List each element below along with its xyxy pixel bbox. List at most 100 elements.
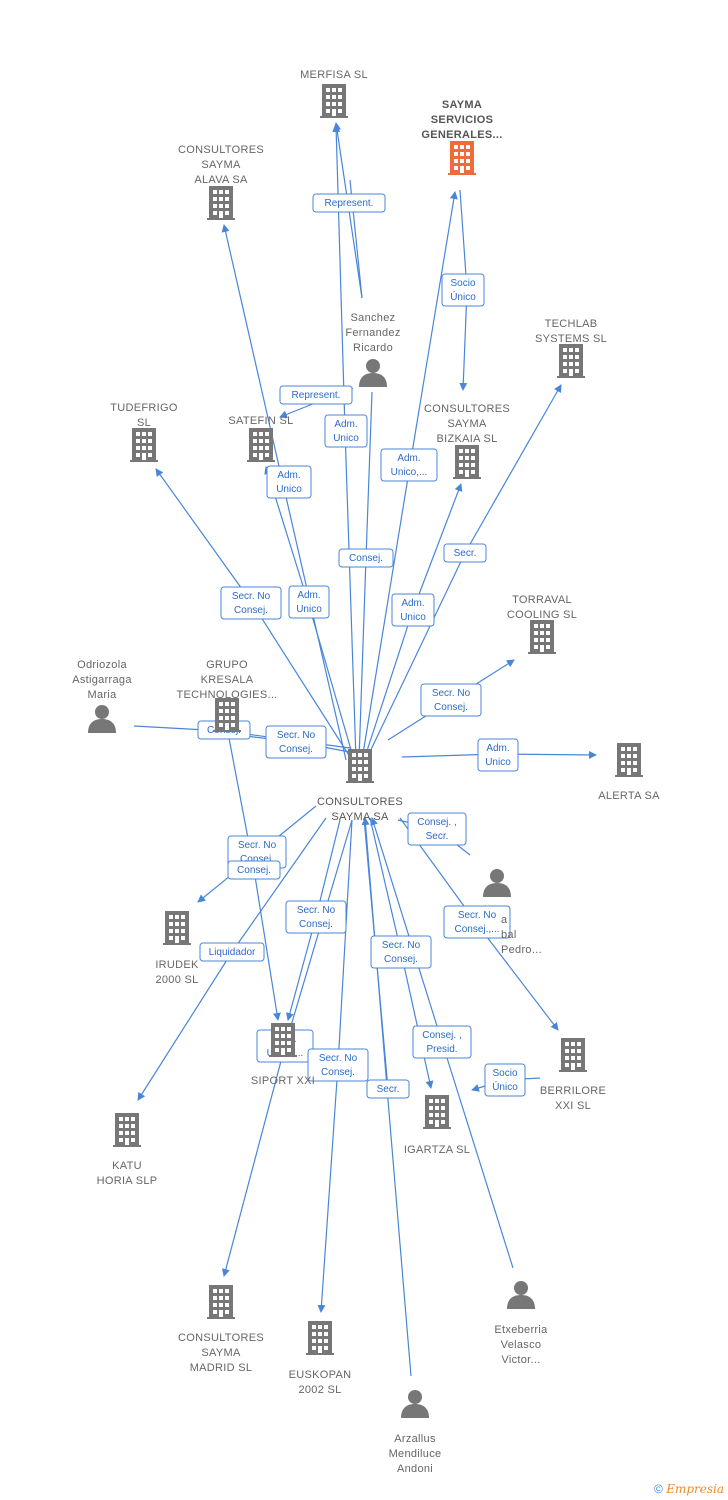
node-label-line: Velasco [501,1339,542,1351]
node-label-line: 2000 SL [155,974,198,986]
edge-label-text: Consej. [279,744,313,755]
building-icon [528,620,556,654]
edge-label-e_alava[interactable]: Adm.Unico [266,465,312,499]
node-label-line: BERRILORE [540,1085,606,1097]
edge-label-box [312,193,386,213]
person-icon [359,359,387,387]
edge-label-text: Consej. , [422,1030,461,1041]
node-label-line: CONSULTORES [178,1332,264,1344]
edge-label-box [407,812,467,846]
edge-label-e_alerta[interactable]: Adm.Unico [477,738,519,772]
node-label-line: XXI SL [555,1100,591,1112]
edge-label-text: Adm. [397,453,420,464]
edge-label-e_center_sayma[interactable]: Adm.Unico,... [380,448,438,482]
node-label-line: a [501,914,508,926]
node-label-line: Etxeberria [494,1324,548,1336]
edge-label-text: Adm. [277,470,300,481]
edge-label-box [288,585,330,619]
node-label-line: CONSULTORES [424,403,510,415]
person-icon [483,869,511,897]
edge-label-e_center_merfisa[interactable]: Adm.Unico [324,414,368,448]
edge-label-text: Consej. [237,865,271,876]
edge-label-e_bizkaia[interactable]: Adm.Unico [391,593,435,627]
edge-label-text: Secr. [426,831,449,842]
node-label-line: HORIA SLP [97,1175,158,1187]
edge-label-e_satefin[interactable]: Adm.Unico [288,585,330,619]
node-label-line: Ricardo [353,342,393,354]
edge-label-e_techlab[interactable]: Secr. [443,543,487,563]
edge-labels-layer: Represent.SocioÚnicoAdm.UnicoRepresent.A… [197,193,526,1099]
node-label-line: Fernandez [345,327,400,339]
edge-label-text: Secr. No [382,940,421,951]
node-merfisa[interactable]: MERFISA SL [300,69,368,118]
node-katu[interactable]: KATU HORIA SLP [97,1113,158,1187]
edge-label-text: Unico [485,757,511,768]
node-igartza[interactable]: IGARTZA SL [404,1095,470,1156]
node-sayma_servicios[interactable]: SAYMASERVICIOSGENERALES... [421,99,502,175]
edge-label-e_merfisa[interactable]: Represent. [312,193,386,213]
edge-label-e_berrilore[interactable]: Secr. NoConsej.,... [443,905,511,939]
edge-label-box [484,1063,526,1097]
edge-label-box [220,586,282,620]
edge-label-e_katu[interactable]: Liquidador [199,942,265,962]
edge-label-e_euskopan[interactable]: Secr. [366,1079,410,1099]
node-alerta[interactable]: ALERTA SA [598,743,660,802]
node-label-line: MERFISA SL [300,69,368,81]
node-label-line: ALERTA SA [598,790,660,802]
edge-label-e_etxeberria[interactable]: Consej. ,Presid. [412,1025,472,1059]
edge-label-box [265,725,327,759]
edge-label-box [412,1025,472,1059]
node-label-line: KATU [112,1160,142,1172]
edge-label-text: Adm. [401,598,424,609]
edge-label-e_sanchez_center[interactable]: Consej. [338,548,394,568]
footer-brand[interactable]: © Empresia [654,1482,724,1496]
node-satefin[interactable]: SATEFIN SL [228,415,293,462]
edge-label-e_sanchez_satefin[interactable]: Represent. [279,385,353,405]
edge-label-text: Secr. No [432,688,471,699]
edge-label-e_person_a[interactable]: Consej. , Secr. [407,812,467,846]
node-label-line: Arzallus [394,1433,436,1445]
node-label-line: TUDEFRIGO [110,402,178,414]
node-etxeberria[interactable]: EtxeberriaVelascoVictor... [494,1281,548,1366]
building-icon [346,749,374,783]
edge-label-e_consej_siport[interactable]: Consej. [227,860,281,880]
edge-label-text: Unico [333,433,359,444]
node-label-line: bal [501,929,517,941]
edge-label-text: Consej. [234,605,268,616]
node-label-line: GRUPO [206,659,248,671]
node-berrilore[interactable]: BERRILORE XXI SL [540,1038,606,1112]
edge-label-box [199,942,265,962]
node-label-line: SAYMA [442,99,482,111]
node-label-line: IGARTZA SL [404,1144,470,1156]
node-siport[interactable]: SIPORT XXI [251,1023,315,1087]
edge-label-box [366,1079,410,1099]
node-label-line: ALAVA SA [194,174,248,186]
node-kresala[interactable]: GRUPOKRESALATECHNOLOGIES... [176,659,277,732]
node-person_a[interactable]: abalPedro... [483,869,542,956]
node-label-line: SAYMA [447,418,487,430]
edge-label-text: Consej. , [417,817,456,828]
edge-label-text: Secr. No [319,1053,358,1064]
